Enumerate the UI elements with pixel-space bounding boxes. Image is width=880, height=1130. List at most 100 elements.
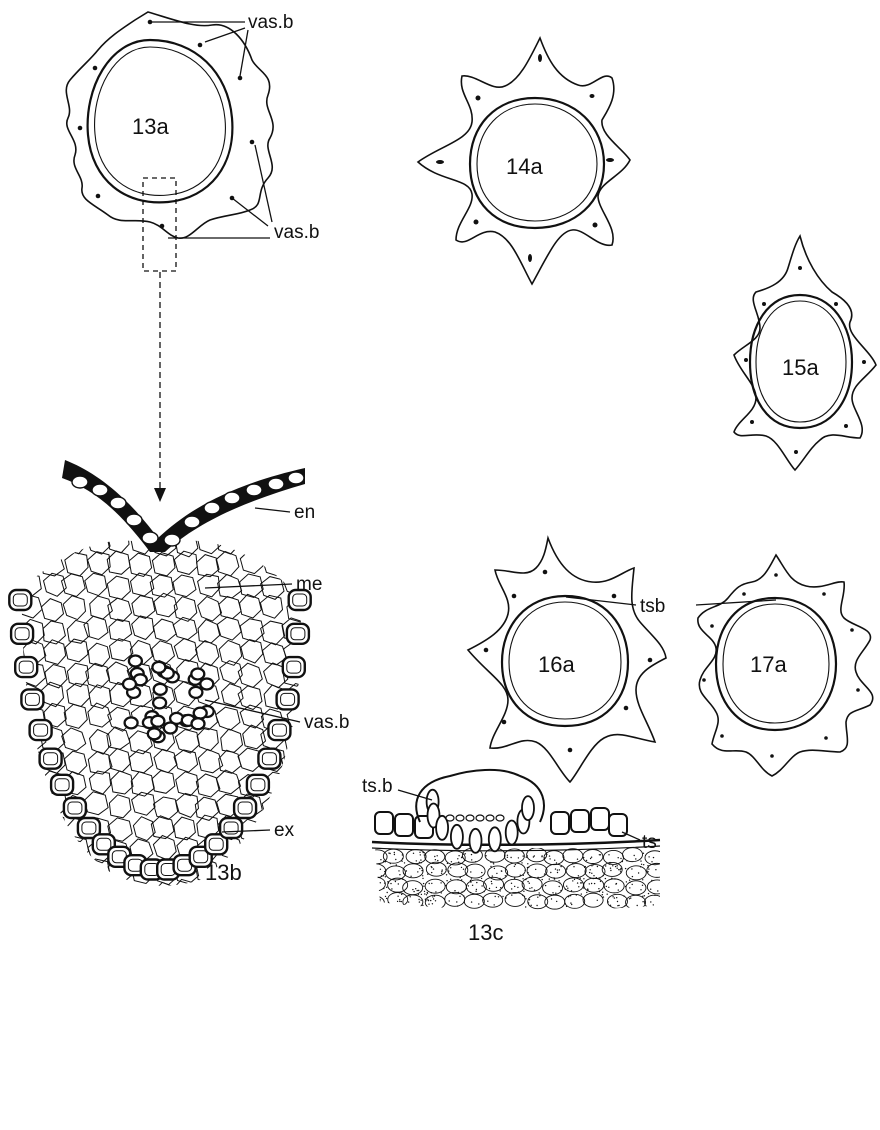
stipple-dot xyxy=(430,900,431,901)
stipple-dot xyxy=(470,892,471,893)
mesophyll-cell xyxy=(195,797,218,820)
mesophyll-cell xyxy=(174,817,196,840)
stipple-dot xyxy=(493,863,494,864)
stippled-cell xyxy=(544,851,564,865)
fig13a-bundle xyxy=(198,43,203,48)
stipple-dot xyxy=(404,862,405,863)
mesophyll-cell xyxy=(41,554,64,576)
stipple-dot xyxy=(634,855,635,856)
stipple-dot xyxy=(591,857,592,858)
mesophyll-cell xyxy=(84,792,108,815)
mesophyll-cell xyxy=(0,841,21,864)
stipple-dot xyxy=(494,904,495,905)
stipple-dot xyxy=(618,889,619,890)
stipple-dot xyxy=(589,872,590,873)
stipple-dot xyxy=(640,889,641,890)
fig17a-label: 17a xyxy=(750,652,787,677)
stipple-dot xyxy=(418,894,419,895)
stipple-dot xyxy=(560,890,561,891)
stipple-dot xyxy=(607,901,608,902)
mesophyll-cell xyxy=(174,750,198,772)
fig13a-wing-outline xyxy=(66,12,273,238)
stipple-dot xyxy=(399,892,400,893)
exodermis-cell xyxy=(64,798,86,818)
stipple-dot xyxy=(600,854,601,855)
mesophyll-cell xyxy=(238,686,262,710)
stipple-dot xyxy=(570,895,571,896)
mesophyll-cell xyxy=(174,879,195,903)
stipple-dot xyxy=(399,901,400,902)
endodermis-cell xyxy=(142,532,158,544)
stipple-dot xyxy=(628,868,629,869)
stipple-dot xyxy=(441,871,442,872)
stippled-cell xyxy=(383,849,403,863)
mesophyll-cell xyxy=(0,770,21,794)
stipple-dot xyxy=(549,878,550,879)
fig13a-label: 13a xyxy=(132,114,169,139)
endodermis-cell xyxy=(164,534,180,546)
mesophyll-cell xyxy=(0,879,20,904)
stipple-dot xyxy=(427,897,428,898)
stipple-dot xyxy=(583,878,584,879)
stippled-cell xyxy=(626,866,646,880)
mesophyll-cell xyxy=(64,704,87,728)
stipple-dot xyxy=(408,901,409,902)
vascular-cell xyxy=(148,728,161,739)
stipple-dot xyxy=(475,891,476,892)
stipple-dot xyxy=(433,898,434,899)
stipple-dot xyxy=(423,886,424,887)
stipple-dot xyxy=(546,854,547,855)
stipple-dot xyxy=(419,862,420,863)
stipple-dot xyxy=(385,876,386,877)
mesophyll-cell xyxy=(285,860,307,882)
stipple-dot xyxy=(518,857,519,858)
mesophyll-cell xyxy=(132,596,155,619)
stipple-dot xyxy=(606,886,607,887)
stipple-dot xyxy=(529,876,530,877)
stipple-dot xyxy=(529,899,530,900)
stipple-dot xyxy=(536,905,537,906)
stipple-dot xyxy=(385,861,386,862)
mesophyll-cell xyxy=(44,814,66,837)
stipple-dot xyxy=(414,894,415,895)
stipple-dot xyxy=(599,878,600,879)
stipple-dot xyxy=(458,862,459,863)
endodermis-cell xyxy=(268,478,284,490)
stipple-dot xyxy=(523,875,524,876)
stipple-dot xyxy=(511,888,512,889)
stipple-dot xyxy=(648,856,649,857)
mesophyll-cell xyxy=(197,555,220,577)
mesophyll-cell xyxy=(197,529,220,554)
stipple-dot xyxy=(557,869,558,870)
exodermis-cell xyxy=(220,818,242,838)
fig15a-bundle xyxy=(750,420,754,424)
mesophyll-cell xyxy=(221,729,243,752)
stipple-dot xyxy=(576,894,577,895)
mesophyll-cell xyxy=(222,684,244,706)
stipple-dot xyxy=(555,893,556,894)
fig14a-bundle xyxy=(528,254,532,262)
fig14a-bundle xyxy=(590,94,595,98)
stipple-dot xyxy=(496,887,497,888)
stipple-dot xyxy=(437,860,438,861)
mesophyll-cell xyxy=(0,862,22,884)
exodermis-cell xyxy=(268,720,290,740)
stipple-dot xyxy=(495,896,496,897)
stipple-dot xyxy=(498,896,499,897)
stippled-cell xyxy=(563,878,583,892)
fig16a-bundle xyxy=(543,570,548,575)
stipple-dot xyxy=(478,903,479,904)
mesophyll-cell xyxy=(85,511,108,533)
mesophyll-cell xyxy=(217,529,239,554)
stipple-dot xyxy=(629,887,630,888)
stipple-dot xyxy=(464,890,465,891)
mesophyll-cell xyxy=(153,836,176,861)
mesophyll-cell xyxy=(174,639,197,662)
fig17a-bundle xyxy=(720,734,724,738)
mesophyll-cell xyxy=(62,728,86,751)
mesophyll-cell xyxy=(107,576,130,599)
stipple-dot xyxy=(484,891,485,892)
stipple-dot xyxy=(593,875,594,876)
mesophyll-cell xyxy=(22,508,44,532)
mesophyll-cell xyxy=(131,885,154,908)
